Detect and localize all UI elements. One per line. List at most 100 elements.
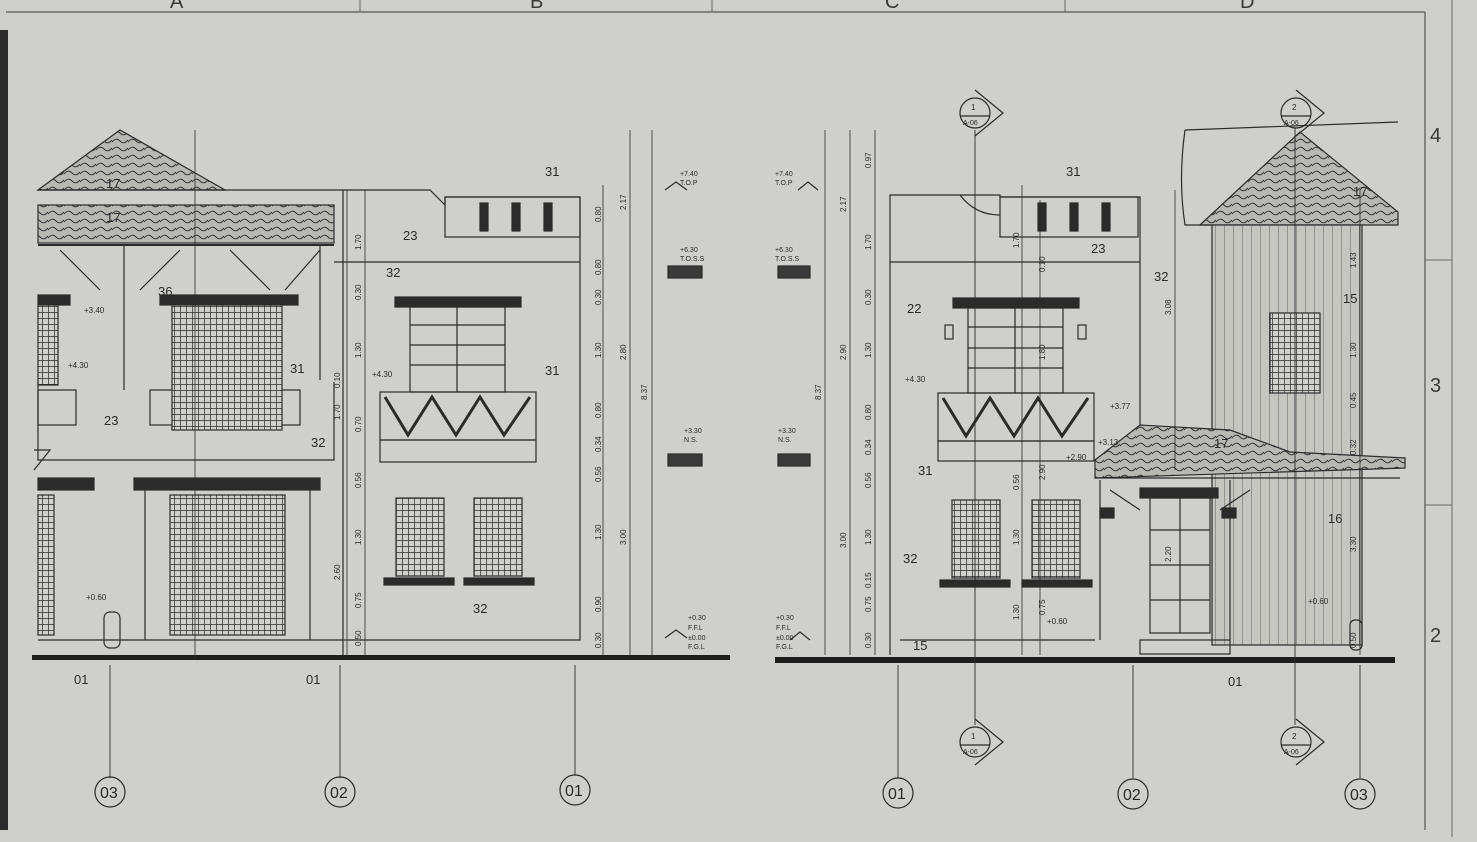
thatched-eave	[37, 204, 335, 244]
grid-bubble-01-left	[559, 774, 591, 806]
svg-text:17: 17	[1214, 436, 1228, 451]
svg-text:+6.30: +6.30	[775, 247, 793, 254]
svg-text:T.O.P: T.O.P	[775, 180, 793, 187]
svg-text:+3.13: +3.13	[1098, 438, 1119, 447]
svg-text:F.F.L: F.F.L	[776, 625, 791, 632]
svg-text:32: 32	[473, 601, 487, 616]
svg-text:±0.00: ±0.00	[776, 635, 794, 642]
svg-text:0.30: 0.30	[864, 632, 873, 648]
svg-text:2: 2	[1292, 103, 1297, 112]
roof-parapet-railing	[444, 196, 581, 238]
svg-text:1.30: 1.30	[354, 342, 363, 358]
left-elevation-labels: 17 17 36 31 23 32 23 32 31 31 32 01 01 +…	[68, 164, 706, 802]
grid-bubble-02-left	[324, 776, 356, 808]
svg-text:1.70: 1.70	[333, 404, 342, 420]
border-label-4: 4	[1430, 125, 1441, 147]
svg-text:+7.40: +7.40	[680, 171, 698, 178]
border-label-2: 2	[1430, 625, 1441, 647]
svg-text:+3.30: +3.30	[778, 428, 796, 435]
svg-text:0.10: 0.10	[333, 372, 342, 388]
grid-label-03-left: 03	[100, 785, 118, 802]
svg-text:01: 01	[306, 672, 320, 687]
svg-text:23: 23	[1091, 241, 1105, 256]
lattice-window-right-2	[1031, 499, 1081, 579]
svg-text:1: 1	[971, 732, 976, 741]
svg-text:+3.40: +3.40	[84, 306, 105, 315]
svg-text:1.70: 1.70	[1012, 232, 1021, 248]
grid-label-01-left: 01	[565, 783, 583, 800]
svg-text:A-06: A-06	[1284, 120, 1299, 127]
section-marker-texts: 1 A-06 2 A-06 1 A-06 2 A-06	[963, 103, 1299, 756]
svg-text:0.34: 0.34	[864, 439, 873, 455]
svg-text:2.17: 2.17	[839, 196, 848, 212]
svg-text:23: 23	[403, 228, 417, 243]
svg-text:0.30: 0.30	[594, 289, 603, 305]
svg-text:1.30: 1.30	[864, 342, 873, 358]
svg-text:0.30: 0.30	[354, 284, 363, 300]
svg-text:0.50: 0.50	[1349, 632, 1358, 648]
lattice-window-2	[473, 497, 523, 577]
svg-text:1.30: 1.30	[864, 529, 873, 545]
svg-text:3.08: 3.08	[1164, 299, 1173, 315]
svg-text:F.F.L: F.F.L	[688, 625, 703, 632]
svg-text:+0.30: +0.30	[776, 615, 794, 622]
right-dimensions: 8.37 2.17 2.90 3.00 0.97 1.70 0.30 1.30 …	[814, 152, 1358, 648]
svg-text:0.30: 0.30	[594, 632, 603, 648]
svg-text:0.56: 0.56	[594, 466, 603, 482]
svg-text:31: 31	[545, 363, 559, 378]
ground-line	[32, 655, 730, 660]
svg-text:3.00: 3.00	[619, 529, 628, 545]
svg-text:+4.30: +4.30	[905, 375, 926, 384]
svg-text:0.80: 0.80	[864, 404, 873, 420]
left-level-tags: +7.40 T.O.P +6.30 T.O.S.S +3.30 N.S. +0.…	[680, 171, 706, 651]
grid-label-03-right: 03	[1350, 787, 1368, 804]
svg-text:0.75: 0.75	[354, 592, 363, 608]
svg-text:0.30: 0.30	[864, 289, 873, 305]
svg-text:31: 31	[545, 164, 559, 179]
svg-text:15: 15	[913, 638, 927, 653]
svg-text:17: 17	[1353, 184, 1367, 199]
main-wall-block-right	[889, 194, 1141, 655]
svg-text:+4.30: +4.30	[372, 370, 393, 379]
svg-text:+0.30: +0.30	[688, 615, 706, 622]
border-label-c: C	[885, 0, 899, 13]
svg-text:2.20: 2.20	[1164, 546, 1173, 562]
svg-text:32: 32	[386, 265, 400, 280]
border-label-3: 3	[1430, 375, 1441, 397]
grid-bubble-03-right	[1344, 778, 1376, 810]
svg-text:0.97: 0.97	[864, 152, 873, 168]
svg-text:+4.30: +4.30	[68, 361, 89, 370]
svg-text:+6.30: +6.30	[680, 247, 698, 254]
svg-text:0.90: 0.90	[594, 596, 603, 612]
svg-text:0.15: 0.15	[864, 572, 873, 588]
grid-label-01-right: 01	[888, 786, 906, 803]
svg-text:1.30: 1.30	[1012, 604, 1021, 620]
svg-text:0.32: 0.32	[1349, 439, 1358, 455]
svg-text:+3.30: +3.30	[684, 428, 702, 435]
svg-text:16: 16	[1328, 511, 1342, 526]
right-elevation	[775, 89, 1406, 810]
svg-text:3.00: 3.00	[839, 532, 848, 548]
svg-text:A-06: A-06	[963, 749, 978, 756]
grid-label-02-left: 02	[330, 785, 348, 802]
border-label-a: A	[170, 0, 184, 13]
svg-text:1.30: 1.30	[1012, 529, 1021, 545]
svg-text:1: 1	[971, 103, 976, 112]
svg-text:1.43: 1.43	[1349, 252, 1358, 268]
svg-text:1.30: 1.30	[1349, 342, 1358, 358]
side-canopy-roof	[1094, 424, 1406, 479]
svg-text:0.80: 0.80	[594, 259, 603, 275]
left-elevation	[32, 129, 730, 808]
svg-text:3.30: 3.30	[1349, 536, 1358, 552]
border-label-d: D	[1240, 0, 1254, 13]
svg-text:36: 36	[158, 284, 172, 299]
svg-text:2.60: 2.60	[333, 564, 342, 580]
svg-text:1.30: 1.30	[594, 524, 603, 540]
grid-label-02-right: 02	[1123, 787, 1141, 804]
svg-text:32: 32	[1154, 269, 1168, 284]
grid-bubble-01-right	[882, 777, 914, 809]
svg-text:0.75: 0.75	[1038, 599, 1047, 615]
svg-text:F.G.L: F.G.L	[776, 644, 793, 651]
svg-text:+0.60: +0.60	[1308, 597, 1329, 606]
